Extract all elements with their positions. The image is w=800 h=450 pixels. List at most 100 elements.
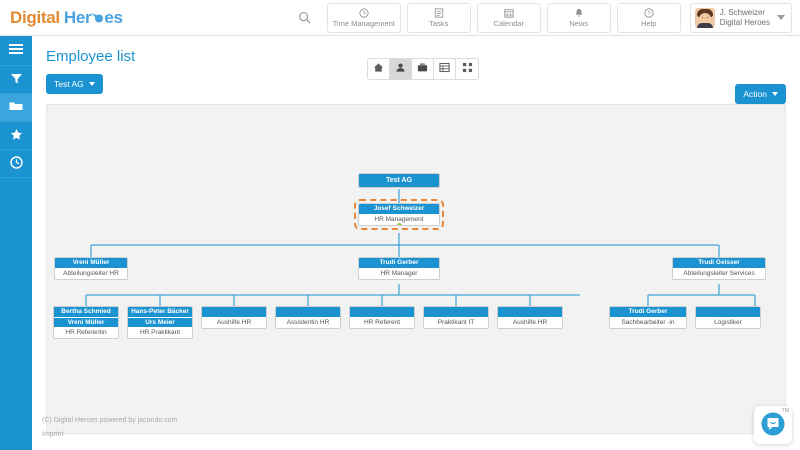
trademark-label: TM: [781, 408, 789, 414]
chat-widget-button[interactable]: TM: [754, 406, 792, 444]
sidebar-item-filter[interactable]: [0, 66, 32, 94]
avatar: [694, 7, 715, 28]
footer-copyright: (C) Digital Heroes powered by jacando.co…: [42, 417, 178, 424]
org-chart-connectors: [85, 189, 756, 306]
company-filter-label: Test AG: [54, 79, 84, 89]
nav-label: News: [569, 19, 589, 29]
org-node-title: Trudi Geisser: [673, 258, 765, 268]
org-node-sachbearbeiter[interactable]: Trudi Gerber Sachbearbeiter -in: [609, 306, 687, 329]
org-node-logistiker[interactable]: Logistiker: [695, 306, 761, 329]
nav-button-news[interactable]: News: [546, 2, 611, 33]
briefcase-icon: [417, 62, 428, 76]
main-content: Employee list Test AG Action: [32, 36, 800, 450]
page-header: Employee list Test AG Action: [32, 36, 800, 104]
org-node-hr-referent[interactable]: HR Referent: [349, 306, 415, 329]
home-icon: [373, 62, 384, 76]
org-node-trudi-geisser[interactable]: Trudi Geisser Abteilungsleiter Services: [672, 257, 766, 280]
hamburger-icon: [8, 43, 24, 58]
help-icon: ?: [644, 7, 654, 18]
org-node-hans-peter-baecker[interactable]: Hans-Peter Bäcker Urs Meier HR Praktikan…: [127, 306, 193, 339]
org-node-title: Vreni Müller: [55, 258, 127, 268]
org-node-subtitle: Urs Meier: [128, 317, 192, 327]
chat-bubble-icon: [760, 411, 786, 440]
footer-imprint-link[interactable]: Imprint: [42, 431, 64, 438]
org-node-role: Abteilungsleiter Services: [673, 268, 765, 279]
org-node-role: Logistiker: [696, 317, 760, 328]
sidebar-item-menu[interactable]: [0, 36, 32, 66]
action-button[interactable]: Action: [735, 84, 786, 104]
org-node-praktikant-it[interactable]: Praktikant IT: [423, 306, 489, 329]
org-node-aushilfe-hr-1[interactable]: Aushilfe HR: [201, 306, 267, 329]
tab-jobs[interactable]: [412, 59, 434, 79]
org-node-title: Josef Schweizer: [359, 204, 439, 214]
org-node-aushilfe-hr-2[interactable]: Aushilfe HR: [497, 306, 563, 329]
tasks-icon: [434, 7, 444, 18]
nav-button-time-management[interactable]: Time Management: [326, 2, 401, 33]
user-menu[interactable]: J. Schweizer Digital Heroes: [689, 2, 792, 33]
org-node-trudi-gerber[interactable]: Trudi Gerber HR Manager: [358, 257, 440, 280]
org-node-assistentin-hr[interactable]: Assistentin HR: [275, 306, 341, 329]
person-icon: [395, 62, 406, 76]
bell-icon: [574, 7, 584, 18]
nav-button-calendar[interactable]: Calendar: [476, 2, 541, 33]
clock-icon: [359, 7, 369, 18]
tab-home[interactable]: [368, 59, 390, 79]
logo-word-her: Her: [63, 7, 92, 27]
org-node-role: HR Praktikant: [128, 327, 192, 338]
org-node-subtitle: Vreni Müller: [54, 317, 118, 327]
org-node-title: [202, 307, 266, 317]
org-node-selected[interactable]: Josef Schweizer HR Management: [354, 199, 444, 230]
org-node-title: [696, 307, 760, 317]
org-node-role: Abteilungsleiter HR: [55, 268, 127, 279]
user-name: J. Schweizer: [719, 7, 766, 17]
org-node-role: HR Manager: [359, 268, 439, 279]
org-node-role: Praktikant IT: [424, 317, 488, 328]
org-node-bertha-schmied[interactable]: Bertha Schmied Vreni Müller HR Referenti…: [53, 306, 119, 339]
grid-icon: [462, 62, 473, 76]
company-filter-button[interactable]: Test AG: [46, 74, 103, 94]
org-node-role: HR Referent: [350, 317, 414, 328]
left-sidebar: [0, 36, 32, 450]
nav-label: Help: [641, 19, 657, 29]
view-switcher: [367, 58, 479, 80]
logo-word-digital: Digital: [10, 7, 60, 27]
org-node-title: Trudi Gerber: [610, 307, 686, 317]
org-node-title: [350, 307, 414, 317]
action-button-label: Action: [743, 89, 767, 99]
star-icon: [10, 128, 23, 144]
org-node-role: Aushilfe HR: [498, 317, 562, 328]
org-node-title: [498, 307, 562, 317]
logo-word-es: es: [104, 7, 123, 27]
org-node-role: HR Management: [359, 214, 439, 225]
clock-icon: [9, 155, 23, 172]
sidebar-item-folder[interactable]: [0, 94, 32, 122]
tab-orgchart[interactable]: [456, 59, 478, 79]
chevron-down-icon: [772, 92, 778, 96]
user-company: Digital Heroes: [719, 17, 770, 27]
org-node-title: Test AG: [359, 174, 439, 187]
tab-table[interactable]: [434, 59, 456, 79]
app-logo[interactable]: Digital Her es: [10, 8, 123, 28]
calendar-icon: [504, 7, 514, 18]
nav-label: Tasks: [429, 19, 449, 29]
chevron-down-icon[interactable]: [777, 15, 785, 20]
org-node-title: Hans-Peter Bäcker: [128, 307, 192, 317]
comet-icon: [91, 12, 104, 23]
sidebar-item-favorites[interactable]: [0, 122, 32, 150]
org-node-title: Bertha Schmied: [54, 307, 118, 317]
org-chart-canvas[interactable]: Test AG Josef Schweizer HR Management Vr…: [46, 104, 786, 434]
nav-label: Calendar: [493, 19, 524, 29]
org-node-role: Sachbearbeiter -in: [610, 317, 686, 328]
chevron-down-icon: [88, 82, 95, 86]
tab-people[interactable]: [390, 59, 412, 79]
nav-button-tasks[interactable]: Tasks: [406, 2, 471, 33]
folder-icon: [9, 100, 23, 115]
org-node-title: [424, 307, 488, 317]
nav-button-help[interactable]: ? Help: [616, 2, 681, 33]
org-node-title: [276, 307, 340, 317]
sidebar-item-recent[interactable]: [0, 150, 32, 178]
org-node-vreni-mueller[interactable]: Vreni Müller Abteilungsleiter HR: [54, 257, 128, 280]
org-node-root[interactable]: Test AG: [358, 173, 440, 188]
org-node-role: Assistentin HR: [276, 317, 340, 328]
search-icon[interactable]: [294, 7, 316, 29]
